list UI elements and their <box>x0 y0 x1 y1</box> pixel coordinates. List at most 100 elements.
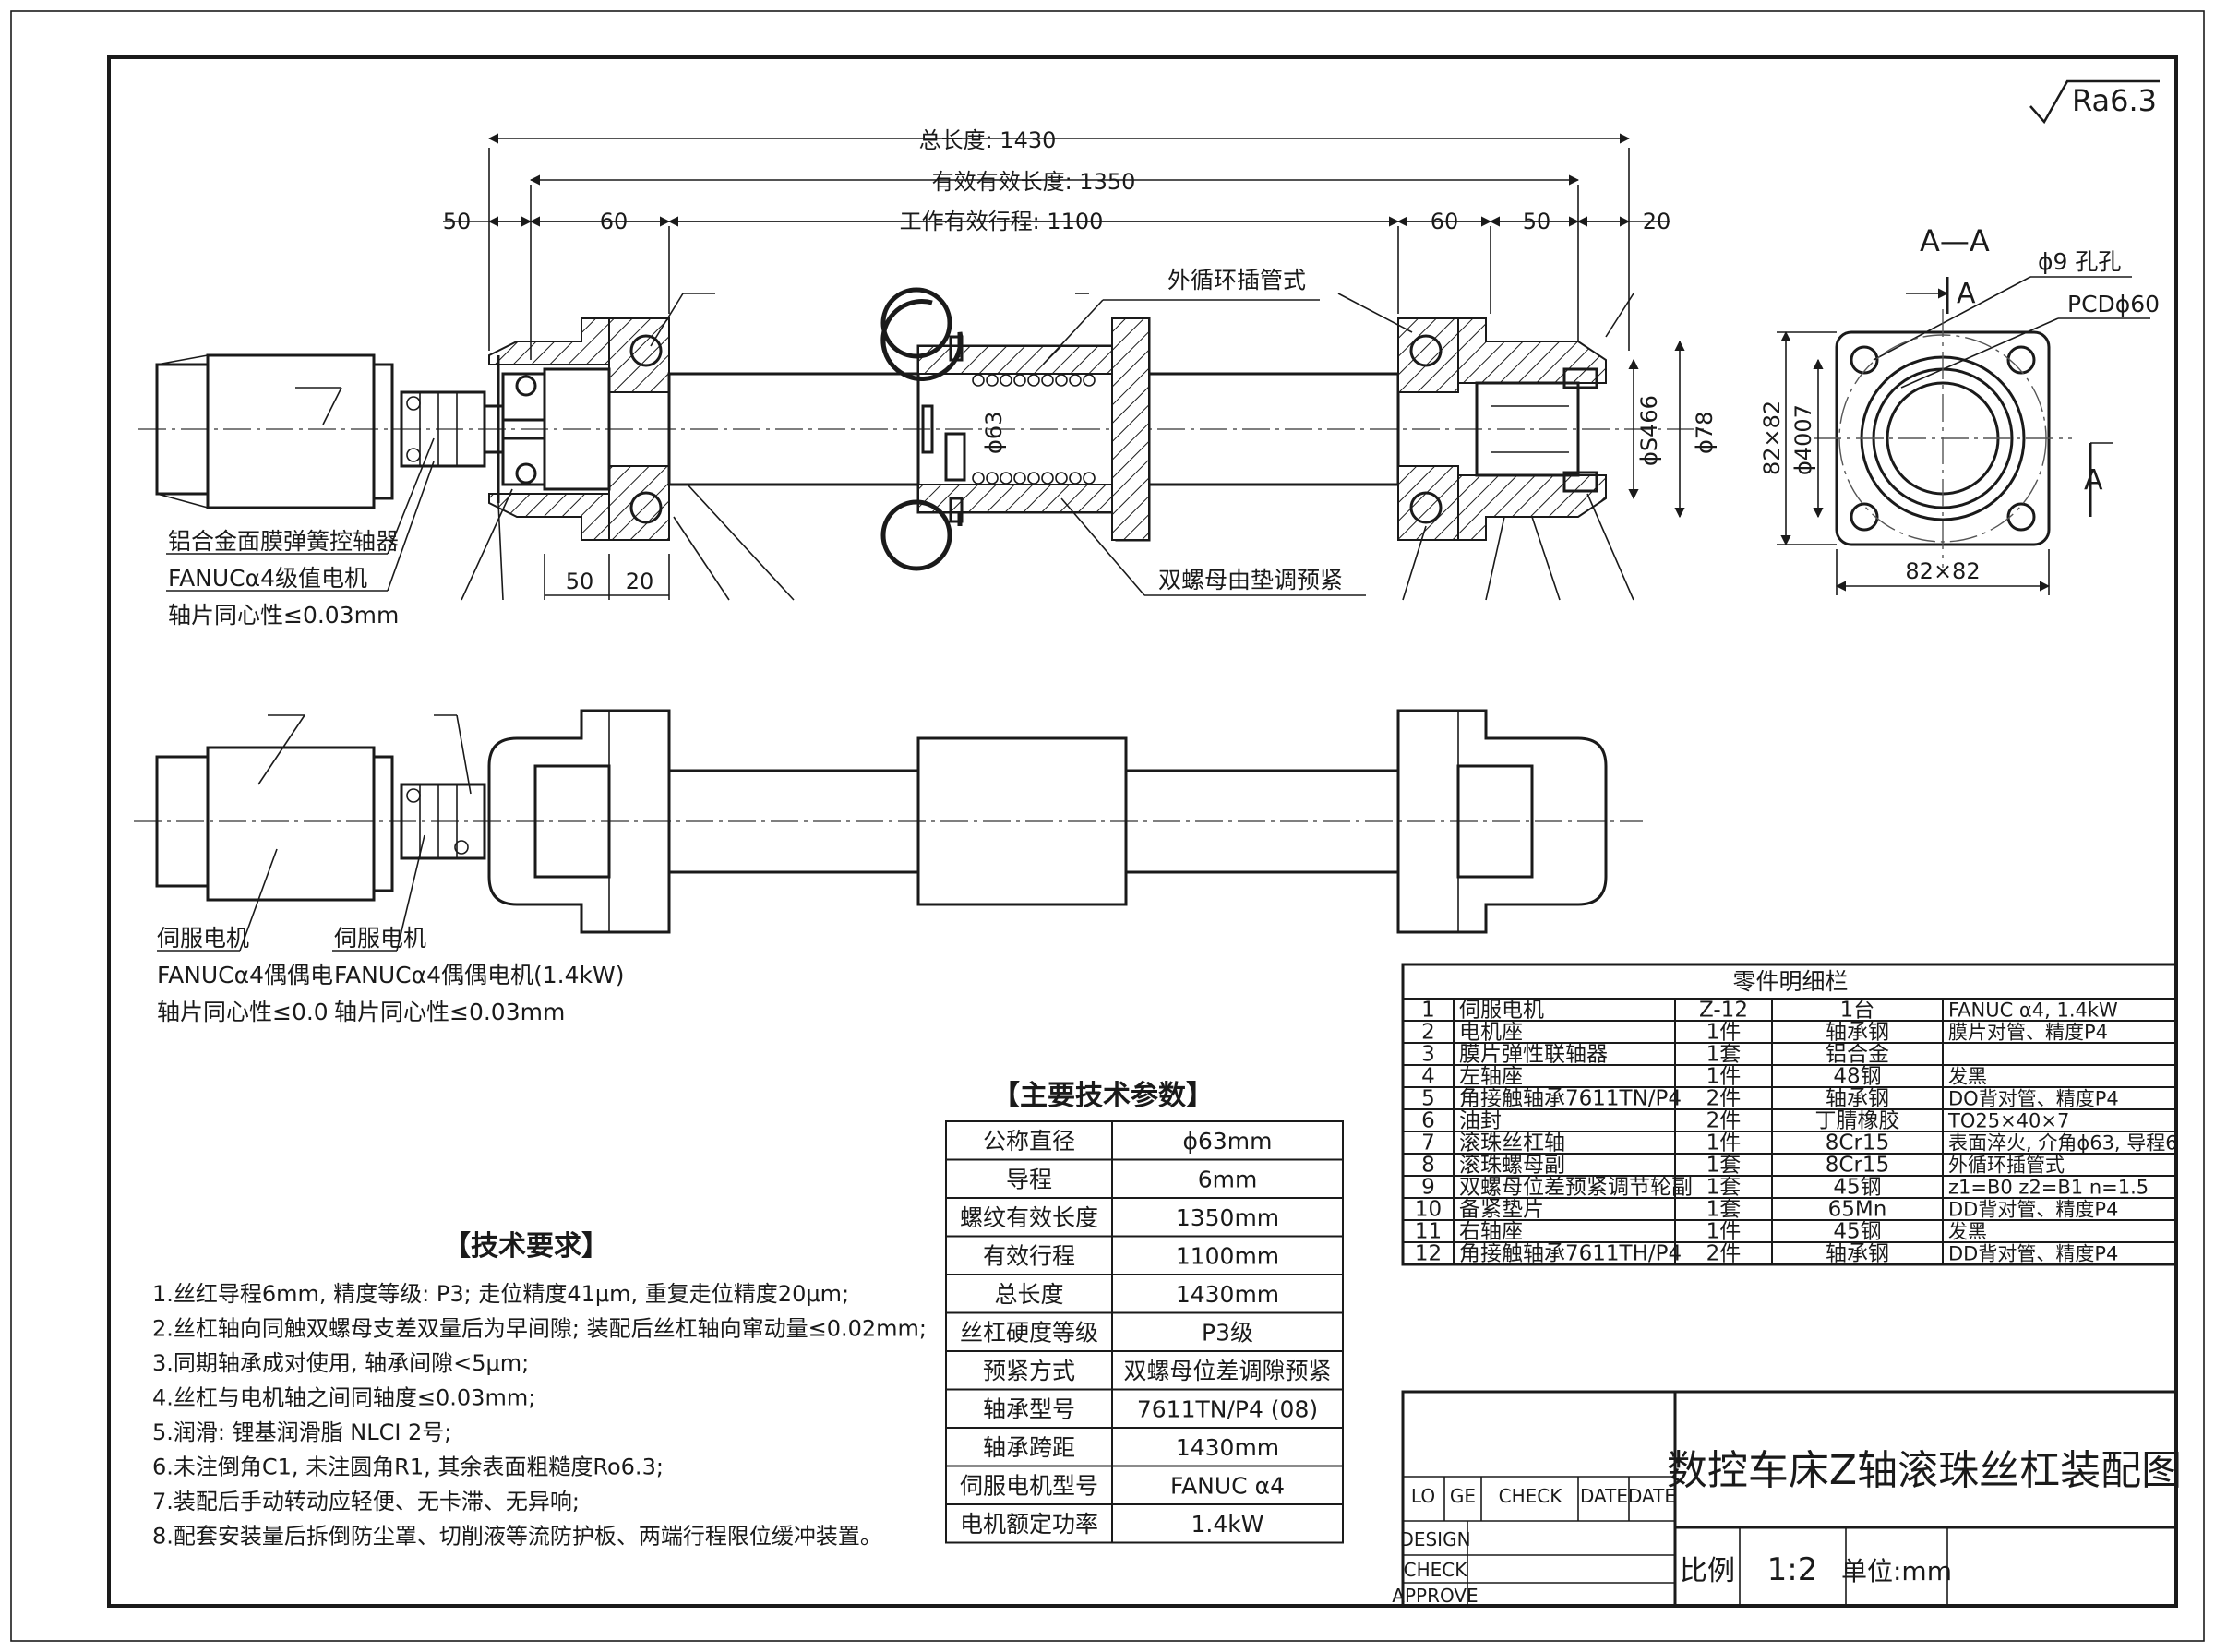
tb-col-check: CHECK <box>1499 1485 1563 1507</box>
parts-qty: 1件 <box>1706 1021 1742 1045</box>
parts-remark: 膜片对管、精度P4 <box>1948 1022 2108 1044</box>
requirement-item: 6.未注倒角C1, 未注圆角R1, 其余表面粗糙度Ro6.3; <box>152 1454 664 1480</box>
parts-no: 2 <box>1421 1021 1435 1045</box>
section-hole: ϕ9 孔孔 <box>2038 248 2121 275</box>
parts-no: 8 <box>1421 1154 1435 1178</box>
dim-thread-length: 有效有效长度: 1350 <box>932 169 1136 195</box>
parts-material: 轴承钢 <box>1826 1242 1889 1266</box>
parts-qty: 1件 <box>1706 1220 1742 1244</box>
dim-50-bottom: 50 <box>566 569 594 594</box>
tp-param-name: 轴承跨距 <box>983 1434 1075 1461</box>
tp-param-name: 螺纹有效长度 <box>960 1204 1098 1231</box>
tp-param-value: FANUC α4 <box>1170 1472 1285 1499</box>
callout-servo-1: 伺服电机 <box>157 925 249 952</box>
parts-remark: DD背对管、精度P4 <box>1948 1243 2118 1265</box>
requirement-item: 3.同期轴承成对使用, 轴承间隙<5μm; <box>152 1350 529 1376</box>
callout-double-nut: 双螺母由垫调预紧 <box>1158 567 1343 593</box>
dim-flange-h: 82×82 <box>1759 401 1785 475</box>
parts-remark: FANUC α4, 1.4kW <box>1948 1000 2118 1022</box>
outer-border <box>10 10 2205 1642</box>
parts-no: 9 <box>1421 1176 1435 1200</box>
callout-return-tube: 外循环插管式 <box>1167 267 1306 293</box>
dim-dia78: ϕ78 <box>1692 412 1718 454</box>
tb-unit-label: 单位:mm <box>1841 1556 1952 1586</box>
parts-qty: 1件 <box>1706 1131 1742 1155</box>
parts-qty: 1套 <box>1706 1043 1742 1067</box>
parts-no: 3 <box>1421 1043 1435 1067</box>
tp-param-value: 6mm <box>1198 1166 1258 1192</box>
parts-no: 10 <box>1415 1198 1442 1222</box>
callout-concentric-top: 轴片同心性≤0.03mm <box>168 602 399 628</box>
outline-view: 伺服电机 伺服电机 FANUCα4偶偶电 FANUCα4偶偶电机(1.4kW) … <box>134 709 1643 1025</box>
parts-name: 滚珠丝杠轴 <box>1459 1131 1565 1155</box>
top-section-view: 总长度: 1430 有效有效长度: 1350 工作有效行程: 1100 50 6… <box>138 127 1718 628</box>
parts-qty: 2件 <box>1706 1087 1742 1111</box>
parts-material: 铝合金 <box>1826 1043 1889 1067</box>
tp-param-value: 7611TN/P4 (08) <box>1137 1395 1318 1422</box>
parts-qty: 1套 <box>1706 1176 1742 1200</box>
parts-material: 丁腈橡胶 <box>1815 1109 1900 1133</box>
callout-motor-b1: FANUCα4偶偶电 <box>157 962 333 988</box>
parts-no: 1 <box>1421 999 1435 1023</box>
dim-flange-dia: ϕ4007 <box>1790 404 1816 475</box>
callout-motor-top: FANUCα4级值电机 <box>168 565 367 592</box>
parts-qty: Z-12 <box>1699 999 1748 1023</box>
top-dimensions <box>443 133 1670 360</box>
section-title: A—A <box>1920 223 1990 258</box>
tp-param-value: P3级 <box>1202 1319 1253 1346</box>
drawing-frame <box>107 55 2178 1608</box>
dim-50-left: 50 <box>443 209 472 234</box>
parts-no: 7 <box>1421 1131 1435 1155</box>
tp-param-value: ϕ63mm <box>1182 1128 1272 1155</box>
callout-servo-2: 伺服电机 <box>334 925 426 952</box>
parts-no: 5 <box>1421 1087 1435 1111</box>
dim-20-bottom: 20 <box>626 569 654 594</box>
parts-remark: 发黑 <box>1948 1066 1987 1088</box>
tp-param-name: 电机额定功率 <box>960 1511 1098 1538</box>
dim-60-left: 60 <box>600 209 629 234</box>
tp-param-value: 1100mm <box>1176 1242 1279 1269</box>
callout-conc-b2: 轴片同心性≤0.03mm <box>334 999 565 1025</box>
coupling-top <box>400 390 505 468</box>
tb-col-ge: GE <box>1450 1485 1476 1507</box>
roughness-label: Ra6.3 <box>2072 83 2157 118</box>
section-pcd: PCDϕ60 <box>2067 291 2160 317</box>
parts-name: 膜片弹性联轴器 <box>1459 1043 1608 1067</box>
parts-no: 11 <box>1415 1220 1442 1244</box>
parts-material: 1台 <box>1840 999 1875 1023</box>
dim-50-right: 50 <box>1523 209 1551 234</box>
tb-scale-label: 比例 <box>1680 1555 1735 1587</box>
parts-name: 滚珠螺母副 <box>1459 1154 1565 1178</box>
tb-check: CHECK <box>1404 1559 1468 1581</box>
section-arrow-a-side: A <box>2084 464 2103 497</box>
parts-qty: 2件 <box>1706 1109 1742 1133</box>
requirement-item: 8.配套安装量后拆倒防尘罩、切削液等流防护板、两端行程限位缓冲装置。 <box>152 1524 882 1550</box>
callout-motor-b2: FANUCα4偶偶电机(1.4kW) <box>334 962 625 988</box>
section-a-a-view: A—A A ϕ9 孔孔 PCDϕ60 82×82 ϕ4007 82×82 A <box>1759 223 2160 595</box>
parts-name: 电机座 <box>1459 1021 1523 1045</box>
dim-60-right: 60 <box>1431 209 1459 234</box>
callout-coupling: 铝合金面膜弹簧控轴器 <box>168 528 399 555</box>
parts-name: 角接触轴承7611TN/P4 <box>1459 1087 1682 1111</box>
parts-name: 备紧垫片 <box>1459 1198 1544 1222</box>
tp-param-value: 1.4kW <box>1191 1511 1264 1538</box>
dim-20-right: 20 <box>1643 209 1671 234</box>
dim-flange-w: 82×82 <box>1905 558 1980 584</box>
parts-material: 65Mn <box>1828 1198 1887 1222</box>
tp-param-value: 1430mm <box>1176 1281 1279 1308</box>
parts-no: 4 <box>1421 1065 1435 1089</box>
requirements-block: 【技术要求】 1.丝红导程6mm, 精度等级: P3; 走位精度41μm, 重复… <box>152 1230 927 1550</box>
parts-no: 12 <box>1415 1242 1442 1266</box>
parts-material: 轴承钢 <box>1826 1087 1889 1111</box>
dim-stroke: 工作有效行程: 1100 <box>900 209 1104 234</box>
parts-material: 轴承钢 <box>1826 1021 1889 1045</box>
tp-param-name: 丝杠硬度等级 <box>960 1319 1098 1346</box>
tb-col-date2: DATE <box>1628 1485 1676 1507</box>
requirements-title: 【技术要求】 <box>443 1230 609 1263</box>
title-block: LO GE CHECK DATE DATE DESIGN CHECK APPRO… <box>1392 1390 2182 1608</box>
tp-param-value: 1350mm <box>1176 1204 1279 1231</box>
callout-leaders-top <box>166 293 1634 601</box>
drawing-title: 数控车床Z轴滚珠丝杠装配图 <box>1667 1447 2182 1494</box>
parts-remark: z1=B0 z2=B1 n=1.5 <box>1948 1177 2149 1199</box>
